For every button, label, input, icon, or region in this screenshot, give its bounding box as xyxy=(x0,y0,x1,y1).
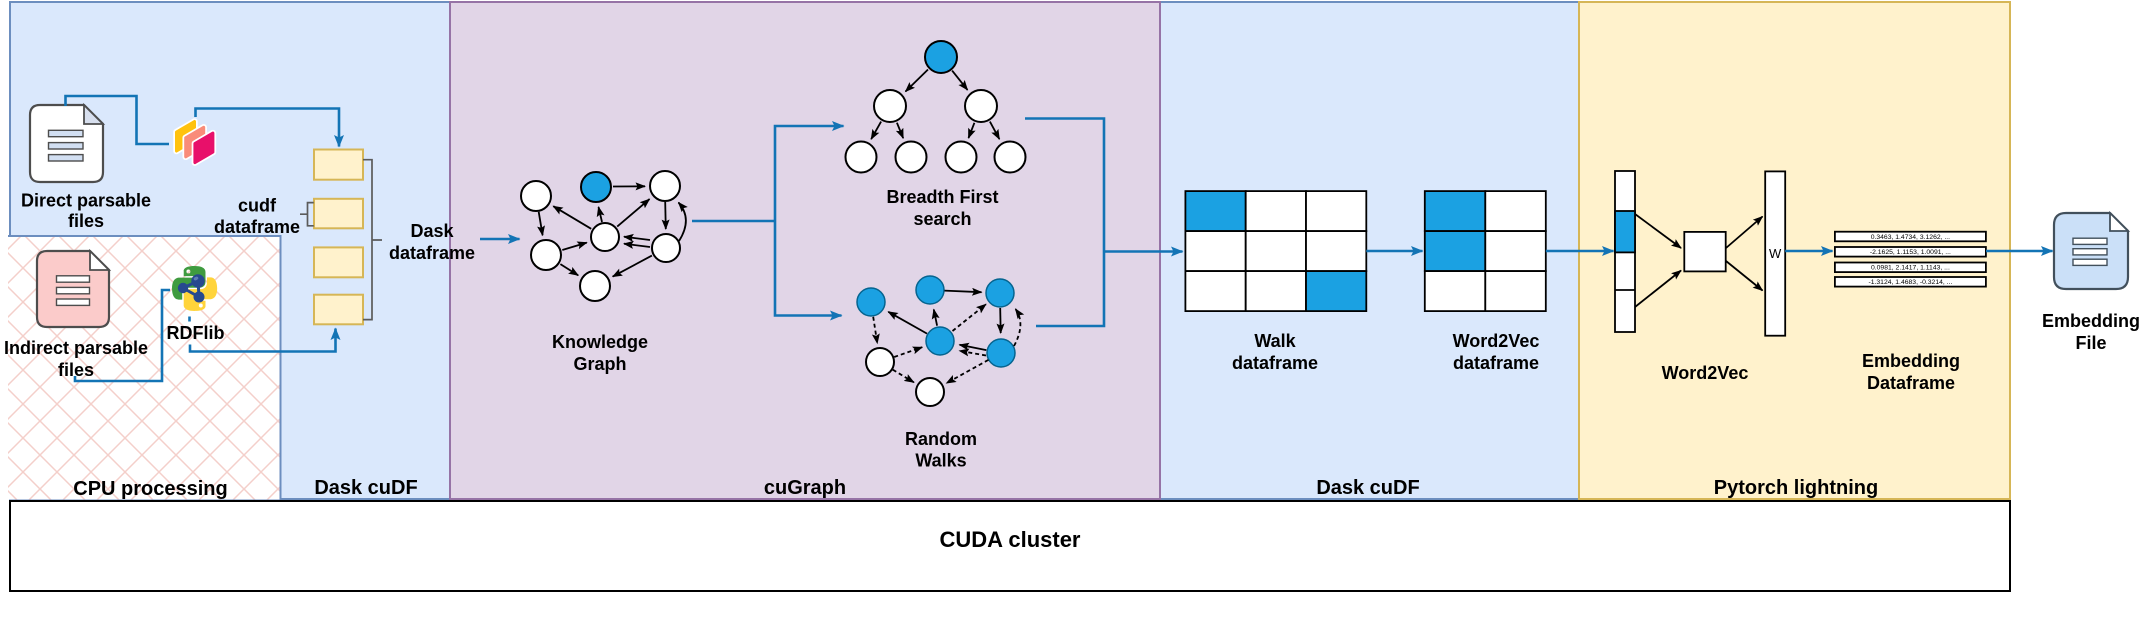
svg-text:dataframe: dataframe xyxy=(389,243,475,263)
svg-text:dataframe: dataframe xyxy=(1232,353,1318,373)
svg-text:0.0981, 2.1417, 1.1143, ...: 0.0981, 2.1417, 1.1143, ... xyxy=(1871,265,1950,272)
svg-text:RDFlib: RDFlib xyxy=(167,323,225,343)
svg-text:W: W xyxy=(1769,246,1782,261)
svg-text:Knowledge: Knowledge xyxy=(552,332,648,352)
svg-text:-2.1625, 1.1153, 1.0091, ...: -2.1625, 1.1153, 1.0091, ... xyxy=(1870,249,1951,256)
svg-text:cuGraph: cuGraph xyxy=(764,477,846,499)
svg-text:0.3463, 1.4734, 3.1262, ...: 0.3463, 1.4734, 3.1262, ... xyxy=(1871,234,1950,241)
svg-text:cudf: cudf xyxy=(238,195,277,215)
svg-text:Word2Vec: Word2Vec xyxy=(1662,363,1749,383)
svg-text:Direct parsable: Direct parsable xyxy=(21,191,151,211)
svg-text:Breadth First: Breadth First xyxy=(886,187,998,207)
svg-text:CUDA cluster: CUDA cluster xyxy=(940,527,1081,552)
svg-text:Dataframe: Dataframe xyxy=(1867,373,1955,393)
svg-text:Embedding: Embedding xyxy=(1862,351,1960,371)
svg-text:dataframe: dataframe xyxy=(214,217,300,237)
svg-text:dataframe: dataframe xyxy=(1453,353,1539,373)
svg-text:files: files xyxy=(58,360,94,380)
svg-text:Embedding: Embedding xyxy=(2042,311,2140,331)
svg-text:Indirect parsable: Indirect parsable xyxy=(4,338,148,358)
svg-text:Graph: Graph xyxy=(573,354,626,374)
svg-text:Walks: Walks xyxy=(915,451,966,471)
svg-text:File: File xyxy=(2075,333,2106,353)
svg-text:files: files xyxy=(68,211,104,231)
svg-text:search: search xyxy=(913,209,971,229)
svg-text:Dask cuDF: Dask cuDF xyxy=(1316,477,1419,499)
svg-text:-1.3124, 1.4683, -0.3214, ...: -1.3124, 1.4683, -0.3214, ... xyxy=(1868,279,1952,286)
svg-text:Dask: Dask xyxy=(410,221,454,241)
svg-text:Random: Random xyxy=(905,429,977,449)
svg-text:Pytorch lightning: Pytorch lightning xyxy=(1714,477,1878,499)
svg-text:Dask cuDF: Dask cuDF xyxy=(314,477,417,499)
svg-text:CPU processing: CPU processing xyxy=(73,478,227,500)
svg-text:Word2Vec: Word2Vec xyxy=(1453,331,1540,351)
svg-text:Walk: Walk xyxy=(1254,331,1296,351)
